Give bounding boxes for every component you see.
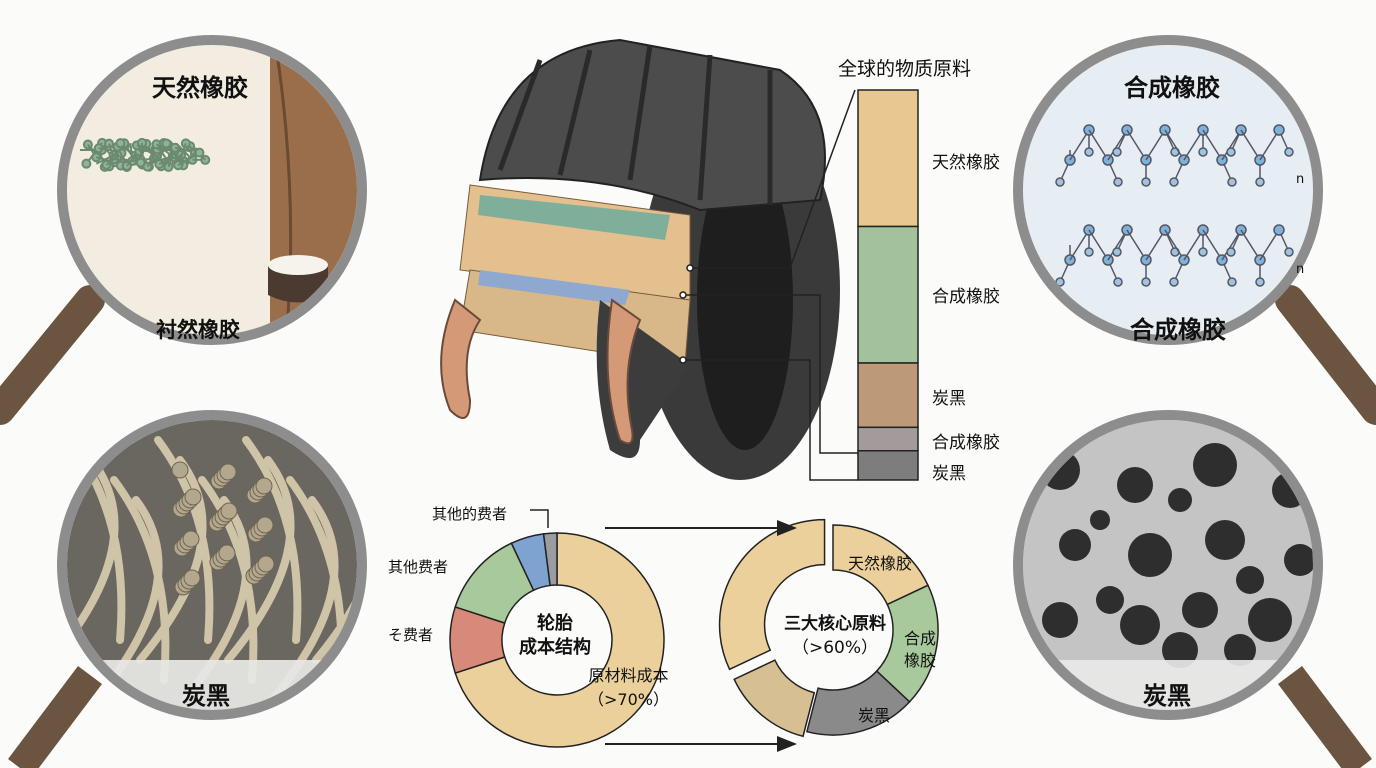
bar-label-carbon-2: 炭黑 [932, 464, 966, 484]
donut1-raw-text: 原材料成本 [588, 666, 669, 685]
flow-arrows [530, 509, 797, 752]
natural-rubber-caption: 衬然橡胶 [156, 318, 240, 342]
bar-label-natural: 天然橡胶 [932, 153, 1000, 173]
donut-slice-0 [454, 532, 665, 748]
bar-segment-0 [857, 89, 919, 228]
donut1-label-other3: そ费者 [388, 626, 434, 644]
carbon-black-caption-right: 炭黑 [1143, 682, 1191, 710]
carbon-black-lens-left [57, 410, 367, 720]
natural-rubber-lens [57, 35, 367, 345]
bar-label-synthetic: 合成橡胶 [932, 287, 1000, 307]
donut1-raw-pct: （>70%） [588, 690, 669, 709]
carbon-black-caption-left: 炭黑 [182, 682, 230, 710]
donut-slice-4 [542, 532, 558, 587]
donut2-center: 三大核心原料 （>60%） [770, 612, 900, 660]
donut1-center-line1: 轮胎 [537, 613, 573, 634]
donut-slice-4 [718, 518, 826, 671]
donut1-center: 轮胎成本结构 [505, 612, 605, 660]
donut-slice-2 [805, 670, 911, 736]
polymer-n-label: n [1296, 172, 1305, 187]
donut2-center-line1: 三大核心原料 [784, 614, 886, 634]
polymer-n-label-2: n [1296, 262, 1305, 277]
donut1-center-line2: 成本结构 [519, 637, 591, 658]
natural-rubber-title: 天然橡胶 [152, 74, 248, 102]
bar-title: 全球的物质原料 [838, 58, 972, 80]
synthetic-rubber-lens [1013, 35, 1323, 345]
donut1-label-other2: 其他费者 [388, 558, 449, 576]
tire-cross-section [440, 38, 858, 481]
donut2-label-synthetic: 合成 橡胶 [904, 629, 937, 670]
donut2-center-line2: （>60%） [791, 638, 879, 658]
bar-segment-1 [857, 225, 919, 364]
magnifier-handles [0, 285, 1376, 768]
carbon-black-lens-right [1013, 410, 1323, 720]
bar-label-synthetic-2: 合成橡胶 [932, 433, 1000, 453]
bar-segment-3 [857, 426, 919, 452]
bar-segment-4 [857, 450, 919, 481]
material-stacked-bar [857, 89, 919, 481]
donut1-label-other1: 其他的费者 [432, 505, 508, 523]
synthetic-rubber-caption: 合成橡胶 [1130, 316, 1226, 344]
cost-structure-donut [449, 532, 665, 748]
donut2-label-natural: 天然橡胶 [848, 554, 913, 573]
core-materials-donut [718, 518, 939, 738]
donut-slice-3 [733, 659, 816, 738]
bar-label-carbon: 炭黑 [932, 389, 966, 409]
bar-segment-2 [857, 362, 919, 429]
donut2-label-carbon: 炭黑 [858, 706, 891, 725]
synthetic-rubber-title: 合成橡胶 [1124, 74, 1220, 102]
donut1-raw-label: 原材料成本 （>70%） [588, 662, 669, 710]
